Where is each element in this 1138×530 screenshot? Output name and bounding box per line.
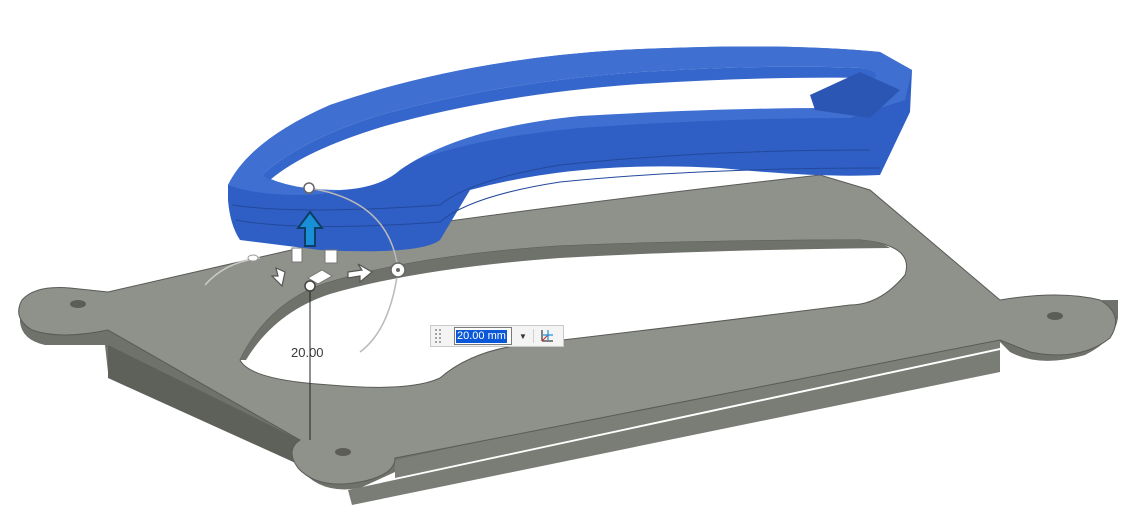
toolbar-separator: [533, 329, 534, 343]
distance-input-box[interactable]: 20.00 mm ▼: [430, 325, 564, 347]
body-step-line-1: [231, 149, 871, 211]
body-inner-wall: [262, 66, 876, 180]
plane-handle-icon[interactable]: [291, 247, 303, 263]
selected-body[interactable]: [228, 46, 912, 252]
base-plate[interactable]: [18, 174, 1118, 505]
origin-handle-icon[interactable]: [304, 280, 316, 292]
move-arrow-icon[interactable]: [296, 210, 324, 247]
rotate-handle-left-icon[interactable]: [247, 254, 259, 262]
body-opening: [262, 66, 873, 190]
distance-input[interactable]: 20.00 mm: [454, 327, 512, 345]
coordinate-system-icon[interactable]: [538, 327, 556, 345]
plate-skirt-left: [108, 345, 300, 465]
move-manipulator[interactable]: [204, 182, 406, 440]
body-end-cap: [810, 72, 900, 118]
mount-hole-right: [1047, 312, 1063, 320]
move-arrow-right-icon[interactable]: [347, 263, 374, 284]
rotate-handle-right-dot: [396, 268, 400, 272]
plane-handle-yz-icon[interactable]: [324, 249, 338, 264]
dimension-label: 20.00: [291, 345, 324, 360]
unit-dropdown-button[interactable]: ▼: [519, 331, 527, 341]
mount-hole-left: [70, 300, 86, 308]
plane-handle-xy-icon[interactable]: [307, 269, 333, 285]
move-arrow-left-icon[interactable]: [270, 266, 286, 288]
distance-input-value[interactable]: 20.00 mm: [456, 329, 507, 343]
grip-handle-icon[interactable]: [434, 328, 442, 344]
plate-lower-skirt: [348, 350, 1000, 505]
rotate-handle-icon[interactable]: [303, 182, 315, 194]
mount-hole-front: [335, 448, 351, 456]
